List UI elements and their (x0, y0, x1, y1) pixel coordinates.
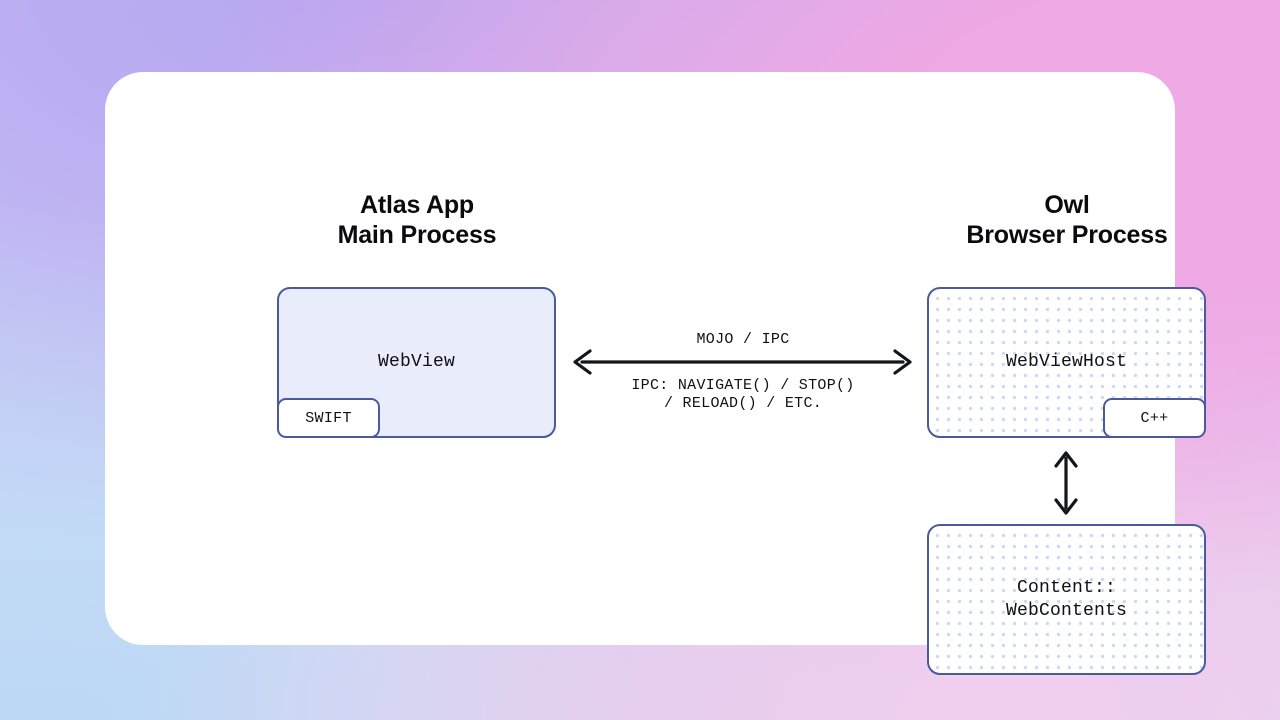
badge-cpp-label: C++ (1140, 409, 1169, 427)
node-content-webcontents[interactable]: Content:: WebContents (927, 524, 1206, 675)
bidirectional-arrow-horizontal-icon (573, 349, 912, 375)
badge-swift: SWIFT (277, 398, 380, 438)
column-title-atlas-app: Atlas App Main Process (337, 191, 497, 249)
column-title-owl-browser-process: Owl Browser Process (966, 191, 1168, 249)
edge-label-ipc-methods: IPC: NAVIGATE() / STOP() / RELOAD() / ET… (631, 377, 855, 412)
badge-cpp: C++ (1103, 398, 1206, 438)
bidirectional-arrow-vertical-icon (1054, 451, 1078, 515)
node-webview-label: WebView (377, 352, 455, 372)
node-content-webcontents-label: Content:: WebContents (1005, 577, 1128, 621)
badge-swift-label: SWIFT (305, 409, 352, 427)
node-webviewhost-label: WebViewHost (1005, 352, 1128, 372)
diagram-card: Atlas App Main Process Owl Browser Proce… (105, 72, 1206, 675)
edge-label-mojo-ipc: MOJO / IPC (696, 331, 790, 348)
